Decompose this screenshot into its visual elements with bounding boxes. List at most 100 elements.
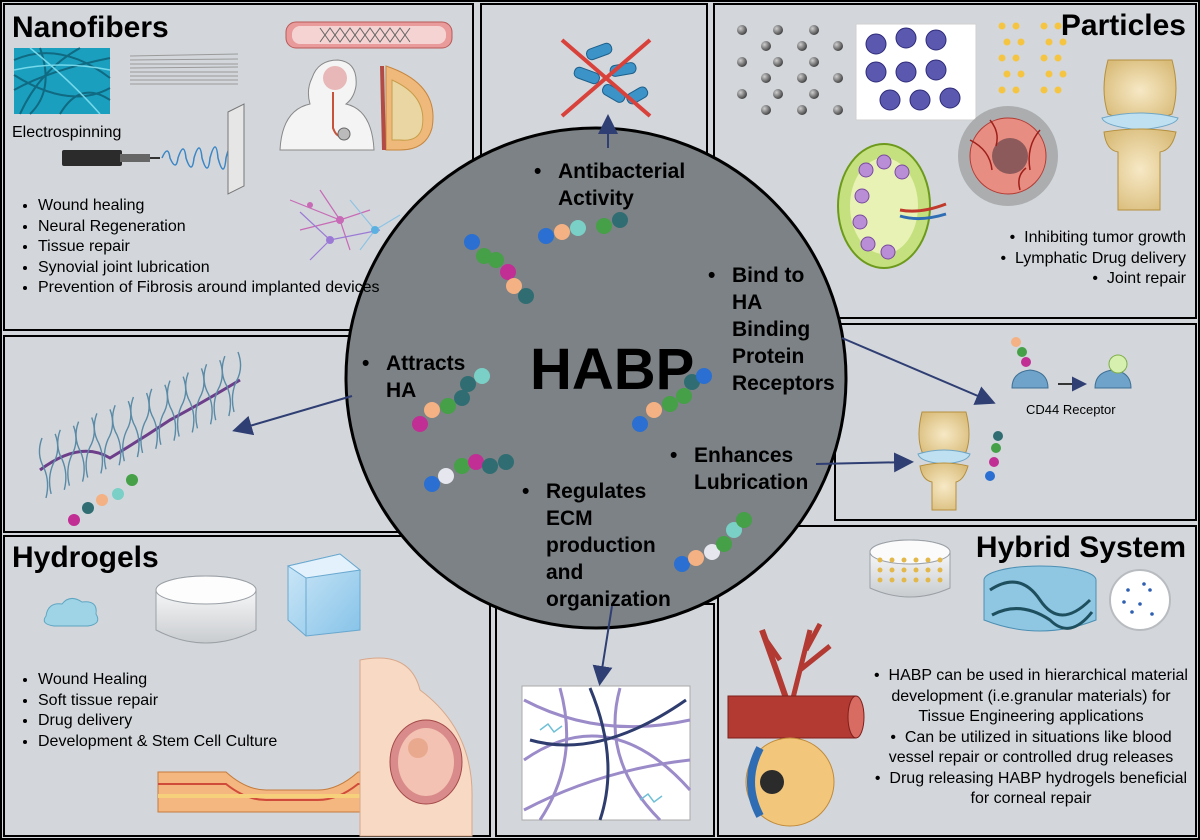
lymph-node-image [837, 143, 947, 269]
ha-bead [126, 474, 138, 486]
ha-bead [538, 228, 554, 244]
particle [889, 577, 895, 583]
particle [809, 25, 819, 35]
particle [913, 557, 919, 563]
ha-bead [68, 514, 80, 526]
particle [895, 27, 917, 49]
particle [937, 567, 943, 573]
arrows [232, 114, 996, 686]
label-line: Binding [732, 318, 811, 341]
hybrid-fiber-disc-image [983, 565, 1097, 632]
list-item: Drug delivery [38, 711, 378, 732]
particle [998, 54, 1006, 62]
ha-side-chain [57, 429, 67, 490]
particle [1040, 54, 1048, 62]
ha-bead [716, 536, 732, 552]
neural-cells-image [289, 189, 401, 261]
electrospinning-setup-image [62, 103, 245, 195]
ha-side-chain [38, 437, 49, 499]
ha-bead [991, 443, 1001, 453]
ha-bead [676, 388, 692, 404]
label-line: Attracts [386, 352, 466, 375]
ha-bead [460, 376, 476, 392]
ha-side-chain [203, 364, 213, 425]
particle [833, 105, 843, 115]
particle [1003, 38, 1011, 46]
particle [1045, 38, 1053, 46]
ha-bead [500, 264, 516, 280]
ha-bead [412, 416, 428, 432]
list-item: Soft tissue repair [38, 691, 378, 712]
particle [877, 577, 883, 583]
label-line: Activity [558, 187, 634, 210]
ha-side-chain [111, 404, 122, 466]
gel-blob-image [43, 598, 99, 627]
gray-particles-image [737, 25, 843, 115]
particle [1054, 22, 1062, 30]
ha-bead [554, 224, 570, 240]
label-line: organization [546, 588, 671, 611]
hybrid-panel-border [717, 525, 1197, 837]
list-item: HABP can be used in hierarchical materia… [870, 666, 1192, 728]
particle [1054, 86, 1062, 94]
electrospinning-label: Electrospinning [12, 124, 122, 141]
particle [925, 29, 947, 51]
ha-bead [518, 288, 534, 304]
ecm-function-label: • Regulates ECM production and organizat… [522, 480, 671, 611]
particle [773, 25, 783, 35]
particle [939, 87, 961, 109]
label-line: ECM [546, 507, 593, 530]
particle [889, 567, 895, 573]
ha-bead [662, 396, 678, 412]
particle [937, 557, 943, 563]
label-line: Antibacterial [558, 160, 686, 183]
particle [998, 86, 1006, 94]
particle [1012, 54, 1020, 62]
particle [809, 57, 819, 67]
particle [865, 33, 887, 55]
list-item: Tissue repair [38, 237, 398, 258]
particle [1138, 602, 1142, 606]
particle [925, 577, 931, 583]
gel-disc-image [155, 575, 257, 644]
ha-bead [454, 458, 470, 474]
ha-side-chain [166, 380, 177, 441]
habp-title: HABP [530, 337, 695, 402]
label-line: production [546, 534, 656, 557]
particle [1017, 70, 1025, 78]
particle [833, 73, 843, 83]
particle [925, 59, 947, 81]
label-line: Bind to [732, 264, 805, 287]
hybrid-applications: HABP can be used in hierarchical materia… [870, 666, 1192, 810]
label-line: and [546, 561, 584, 584]
particle [761, 105, 771, 115]
nanofibers-applications: Wound healing Neural Regeneration Tissue… [12, 196, 398, 299]
attracts-ha-function-label: • Attracts HA [362, 352, 466, 402]
particle [737, 89, 747, 99]
particle [909, 89, 931, 111]
hybrid-title: Hybrid System [975, 531, 1186, 564]
ha-side-chain [130, 396, 140, 458]
antibacterial-function-label: • Antibacterial Activity [534, 160, 686, 210]
knee-joint-2-image [917, 411, 971, 511]
bind-receptors-function-label: • Bind to HA Binding Protein Receptors [708, 264, 835, 395]
particle [1045, 70, 1053, 78]
particle [1130, 610, 1134, 614]
particles-title: Particles [1060, 9, 1186, 42]
label-line: Lubrication [694, 471, 809, 494]
list-item: Neural Regeneration [38, 217, 398, 238]
ha-bead [488, 252, 504, 268]
yellow-particles-image [998, 22, 1067, 94]
knee-joint-image [1101, 59, 1179, 211]
ha-bead [482, 458, 498, 474]
ha-bead [696, 368, 712, 384]
particle [1142, 582, 1146, 586]
ha-bead [570, 220, 586, 236]
purple-particles-image [855, 23, 977, 121]
ha-bead [993, 431, 1003, 441]
particle [1012, 22, 1020, 30]
ha-bead [612, 212, 628, 228]
cd44-receptor-label: CD44 Receptor [1026, 402, 1116, 417]
arrow-attracts [232, 395, 353, 436]
